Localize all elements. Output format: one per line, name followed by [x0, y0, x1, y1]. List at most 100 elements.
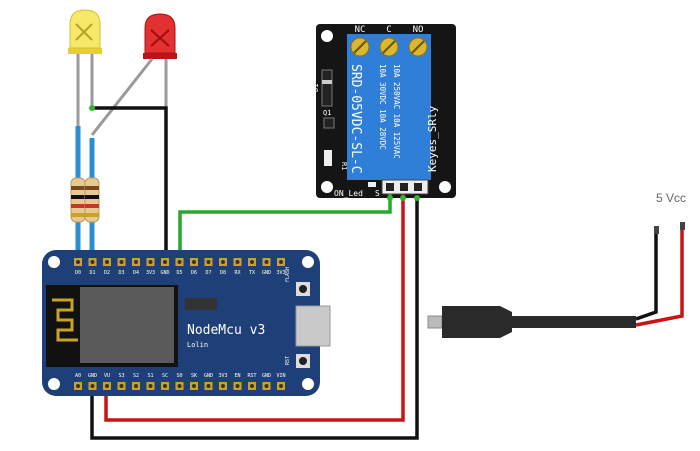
top-pin-hole-9: [206, 260, 211, 264]
bottom-pin-label-11: EN: [234, 373, 240, 379]
signal-label: S: [375, 189, 380, 198]
top-pin-hole-8: [192, 260, 196, 264]
bottom-pin-label-9: GND: [204, 373, 213, 379]
usb-cable: [427, 222, 685, 338]
bottom-pin-label-4: S2: [133, 373, 139, 379]
chip: [185, 298, 217, 310]
bottom-pin-label-13: GND: [262, 373, 271, 379]
board-subtitle: Lolin: [187, 341, 208, 349]
top-pin-label-12: TX: [249, 270, 255, 276]
relay-model: SRD-05VDC-SL-C: [348, 64, 363, 174]
top-pin-label-7: D5: [176, 270, 182, 276]
flash-label: FLASH: [285, 267, 291, 282]
relay-rating-0: 10A 250VAC 10A 125VAC: [392, 64, 401, 159]
top-pin-hole-10: [221, 260, 225, 264]
top-pin-label-6: GND: [160, 270, 169, 276]
supply-wire-red: [635, 228, 684, 327]
top-pin-label-11: RX: [234, 270, 240, 276]
top-pin-label-5: 3V3: [146, 270, 155, 276]
terminal-label-nc: NC: [355, 25, 366, 35]
bottom-pin-label-2: VU: [104, 373, 110, 379]
relay-header-pins: [381, 179, 429, 195]
supply-voltage-label: 5 Vcc: [656, 191, 686, 205]
bottom-pin-label-14: VIN: [276, 373, 285, 379]
terminal-label-no: NO: [413, 25, 424, 35]
diode-d1: [321, 69, 333, 107]
top-pin-label-4: D4: [133, 270, 139, 276]
on-led-label: ON_Led: [334, 189, 363, 198]
board-title: NodeMcu v3: [187, 323, 265, 338]
top-pin-label-13: GND: [262, 270, 271, 276]
top-pin-hole-6: [163, 260, 167, 264]
top-pin-label-2: D2: [104, 270, 110, 276]
top-pin-hole-0: [76, 260, 80, 264]
top-pin-hole-11: [235, 260, 240, 264]
on-led: [368, 182, 376, 187]
esp-shield: [80, 287, 174, 363]
top-pin-hole-14: [279, 260, 283, 264]
relay-rating-1: 10A 30VDC 10A 28VDC: [378, 64, 387, 150]
top-pin-label-1: D1: [89, 270, 95, 276]
yellow-led: [68, 9, 102, 128]
relay-module: NC C NO SRD-05VDC-SL-C 10A 30VDC 10A 28V…: [312, 24, 456, 198]
nodemcu-board: NodeMcu v3 Lolin FLASH RST D0 D1 D2 D3 D4 3V3…: [42, 250, 331, 396]
top-pin-hole-3: [119, 260, 124, 264]
top-pin-label-0: D0: [75, 270, 81, 276]
bottom-pin-label-6: SC: [162, 373, 168, 379]
bottom-pin-hole-11: [235, 384, 240, 388]
resistor-left: [70, 177, 86, 223]
label-q1: Q1: [323, 109, 331, 117]
bottom-pin-hole-7: [177, 384, 182, 388]
top-pin-hole-2: [105, 260, 109, 264]
rst-label: RST: [285, 356, 291, 365]
bottom-pin-hole-12: [250, 384, 254, 388]
bottom-pin-hole-10: [221, 384, 225, 388]
bottom-pin-label-1: GND: [88, 373, 97, 379]
bottom-pin-hole-2: [105, 384, 109, 388]
transistor-q1: [323, 117, 335, 129]
antenna-trace: [52, 298, 78, 342]
top-pin-hole-13: [264, 260, 269, 264]
top-pin-hole-7: [177, 260, 182, 264]
bottom-pin-hole-9: [206, 384, 211, 388]
led-ground-wire: [89, 105, 168, 258]
usb-cable-jacket: [512, 316, 636, 328]
resistor-right: [84, 177, 100, 223]
label-r1: R1: [340, 162, 348, 170]
relay-brand: Keyes_SRly: [426, 105, 439, 172]
bottom-pin-label-0: A0: [75, 373, 81, 379]
red-led: [90, 13, 177, 136]
relay-vcc-wire-red: [104, 194, 406, 422]
signal-wire-green: [178, 194, 393, 258]
top-pin-hole-5: [148, 260, 153, 264]
top-pin-hole-12: [250, 260, 254, 264]
bottom-pin-hole-5: [148, 384, 153, 388]
bottom-pin-hole-1: [90, 384, 95, 388]
bottom-pin-label-10: 3V3: [218, 373, 227, 379]
usb-micro-plug: [427, 315, 443, 329]
top-pin-label-8: D6: [191, 270, 197, 276]
supply-wire-black: [635, 232, 658, 321]
usb-plug-body: [442, 306, 512, 338]
resistor-r1: [324, 150, 332, 166]
top-pin-label-3: D3: [118, 270, 124, 276]
relay-body: [347, 60, 431, 180]
bottom-pin-label-7: S0: [176, 373, 182, 379]
bottom-pin-hole-0: [76, 384, 80, 388]
label-d1: D1: [312, 84, 320, 92]
terminal-screws: [350, 37, 428, 57]
usb-port: [295, 305, 331, 347]
top-pin-hole-4: [134, 260, 138, 264]
terminal-label-c: C: [386, 25, 391, 35]
bottom-pin-label-5: S1: [147, 373, 153, 379]
bottom-pin-hole-13: [264, 384, 269, 388]
bottom-pin-label-3: S3: [118, 373, 124, 379]
bottom-pin-hole-14: [279, 384, 283, 388]
top-pin-label-10: D8: [220, 270, 226, 276]
top-pin-label-14: 3V3: [276, 270, 285, 276]
bottom-pin-label-12: RST: [247, 373, 256, 379]
